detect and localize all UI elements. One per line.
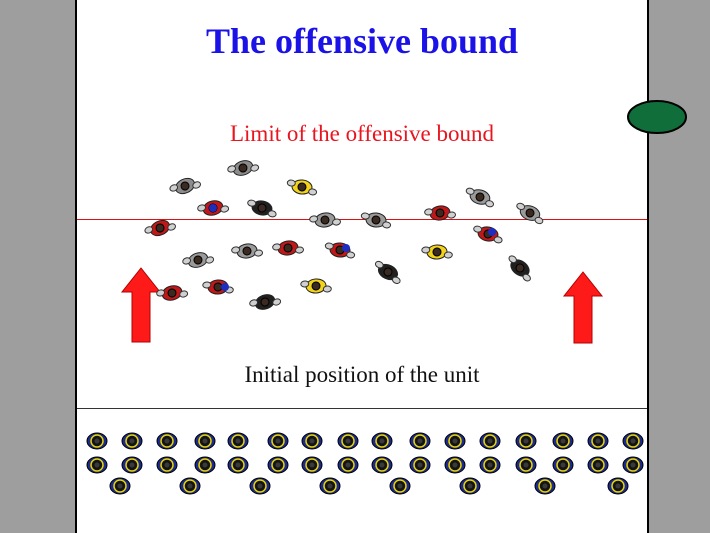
diagram-title: The offensive bound	[205, 21, 519, 61]
police-officer-figure	[587, 456, 609, 474]
police-officer-figure	[86, 456, 108, 474]
initial-position-label: Initial position of the unit	[244, 362, 480, 387]
police-officer-figure	[319, 477, 341, 495]
bush-icon	[627, 100, 687, 134]
police-officer-figure	[534, 477, 556, 495]
police-officer-figure	[479, 432, 501, 450]
police-officer-figure	[479, 456, 501, 474]
police-officer-figure	[179, 477, 201, 495]
police-officer-figure	[267, 456, 289, 474]
rioter-figure	[156, 285, 189, 301]
police-unit	[86, 432, 644, 495]
police-officer-figure	[552, 432, 574, 450]
rioter-figure	[465, 187, 495, 208]
rioter-figure	[272, 240, 305, 256]
rioter-figure	[473, 225, 503, 244]
unit-start-line	[77, 408, 647, 409]
rioter-figure	[227, 160, 260, 176]
police-officer-figure	[249, 477, 271, 495]
rioter-figure	[324, 242, 356, 259]
police-officer-figure	[121, 456, 143, 474]
police-officer-figure	[515, 456, 537, 474]
police-officer-figure	[109, 477, 131, 495]
rioter-figure	[508, 255, 531, 282]
limit-label: Limit of the offensive bound	[229, 121, 495, 146]
police-officer-figure	[409, 456, 431, 474]
police-officer-figure	[301, 456, 323, 474]
police-officer-figure	[459, 477, 481, 495]
police-officer-figure	[587, 432, 609, 450]
police-officer-figure	[444, 456, 466, 474]
police-officer-figure	[515, 432, 537, 450]
police-officer-figure	[86, 432, 108, 450]
police-officer-figure	[194, 456, 216, 474]
rioter-figure	[169, 177, 202, 195]
police-officer-figure	[267, 432, 289, 450]
rioter-figure	[374, 260, 401, 284]
police-officer-figure	[194, 432, 216, 450]
police-officer-figure	[371, 432, 393, 450]
police-officer-figure	[337, 432, 359, 450]
rioter-figure	[300, 278, 332, 294]
right-wall	[647, 0, 710, 533]
limit-line	[77, 219, 647, 220]
police-officer-figure	[371, 456, 393, 474]
police-officer-figure	[301, 432, 323, 450]
rioter-figure	[182, 252, 215, 268]
up-arrow-icon	[562, 271, 604, 344]
rioter-figure	[231, 243, 264, 259]
police-officer-figure	[622, 456, 644, 474]
rioter-figure	[286, 179, 318, 196]
police-officer-figure	[552, 456, 574, 474]
rioter-figure	[421, 244, 453, 260]
rioter-group	[144, 160, 544, 310]
rioter-figure	[309, 212, 342, 228]
rioter-figure	[424, 205, 457, 221]
rioter-figure	[144, 219, 177, 237]
police-officer-figure	[121, 432, 143, 450]
police-officer-figure	[337, 456, 359, 474]
rioter-figure	[247, 199, 277, 218]
police-officer-figure	[156, 432, 178, 450]
left-wall	[0, 0, 77, 533]
rioter-figure	[360, 212, 392, 229]
police-officer-figure	[607, 477, 629, 495]
police-officer-figure	[156, 456, 178, 474]
police-officer-figure	[622, 432, 644, 450]
rioter-figure	[249, 294, 282, 310]
up-arrow-icon	[120, 267, 162, 343]
police-officer-figure	[227, 432, 249, 450]
police-officer-figure	[444, 432, 466, 450]
police-officer-figure	[409, 432, 431, 450]
rioter-figure	[516, 202, 544, 225]
police-officer-figure	[227, 456, 249, 474]
police-officer-figure	[389, 477, 411, 495]
